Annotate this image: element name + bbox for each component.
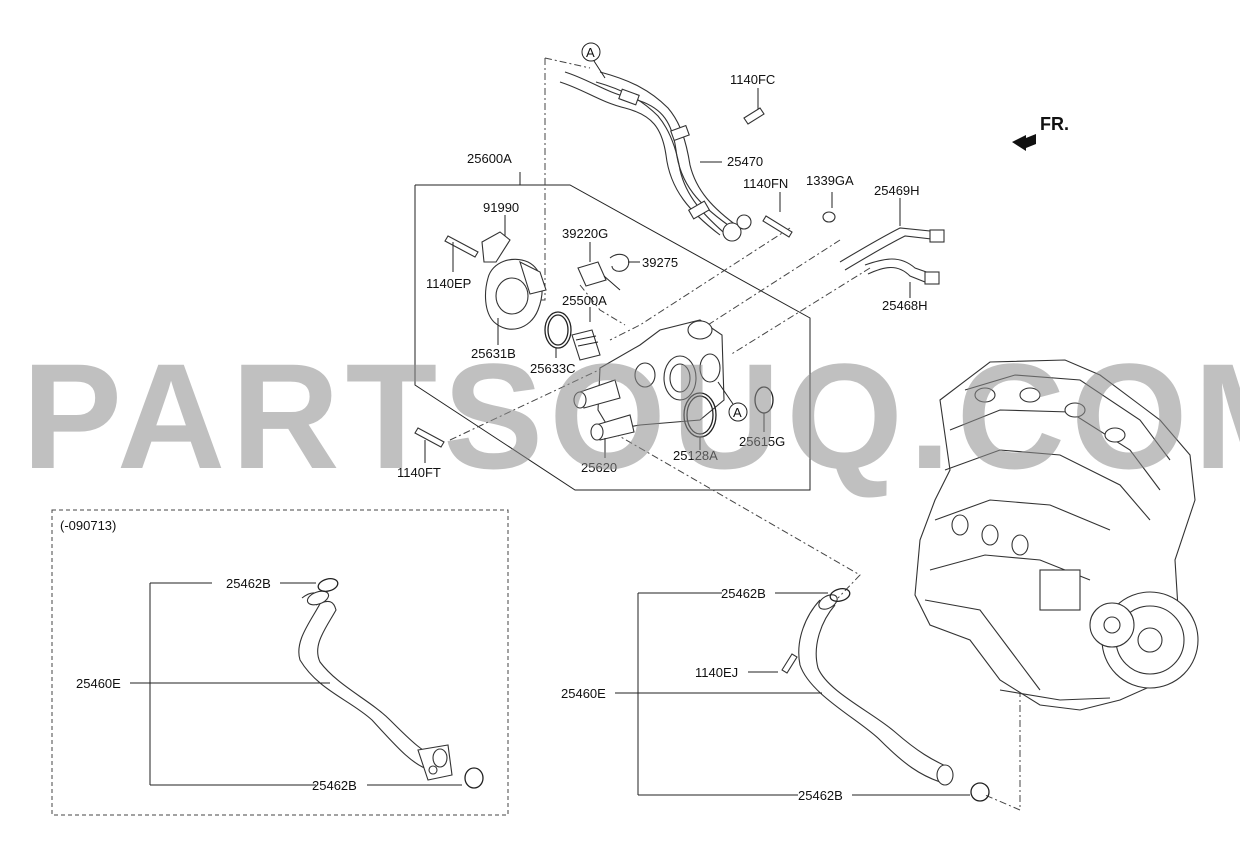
bolt-1140ej-icon: [748, 653, 798, 674]
hose-25460e-right: [798, 588, 990, 802]
hose-25469h: [839, 198, 945, 271]
label-25462b-right-top: 25462B: [721, 586, 766, 601]
label-1140fc: 1140FC: [730, 72, 775, 87]
guide-lines: [449, 57, 1021, 811]
label-25462b-left-top: 25462B: [226, 576, 271, 591]
label-25470: 25470: [727, 154, 763, 169]
label-1140fn: 1140FN: [743, 176, 788, 191]
bracket-91990: [481, 215, 511, 263]
assembly-box-25600a: [414, 172, 811, 491]
label-1339ga: 1339GA: [806, 173, 854, 188]
bolt-1140ep-icon: [444, 235, 479, 272]
engine-block: [914, 359, 1199, 711]
label-25633c: 25633C: [530, 361, 576, 376]
sensor-39220g: [577, 242, 621, 291]
label-1140ep: 1140EP: [426, 276, 471, 291]
label-25128a: 25128A: [673, 448, 718, 463]
variant-label: (-090713): [60, 518, 116, 533]
label-25620: 25620: [581, 460, 617, 475]
label-25469h: 25469H: [874, 183, 920, 198]
callout-a-top: A: [581, 42, 606, 79]
oring-25615g: [754, 386, 774, 432]
bolt-1140fn-icon: [762, 192, 793, 238]
label-25462b-right-bottom: 25462B: [798, 788, 843, 803]
right-leader-lines: [615, 592, 970, 796]
label-25468h: 25468H: [882, 298, 928, 313]
nut-1339ga-icon: [822, 192, 836, 223]
label-91990: 91990: [483, 200, 519, 215]
label-25615g: 25615G: [739, 434, 785, 449]
label-25631b: 25631B: [471, 346, 516, 361]
label-39220g: 39220G: [562, 226, 608, 241]
part-labels: 1140FC 25470 25600A 1140FN 1339GA 25469H…: [76, 72, 1069, 803]
callout-a-bottom-text: A: [733, 405, 742, 420]
thermostat-25500a: [571, 307, 601, 361]
bolt-1140ft-icon: [414, 427, 445, 463]
label-25600a: 25600A: [467, 151, 512, 166]
label-1140ej: 1140EJ: [695, 665, 738, 680]
left-leader-lines: [130, 582, 462, 786]
housing-25620: [573, 319, 725, 458]
hose-25468h: [864, 258, 940, 298]
label-1140ft: 1140FT: [397, 465, 441, 480]
label-25460e-right: 25460E: [561, 686, 606, 701]
label-25460e-left: 25460E: [76, 676, 121, 691]
label-25500a: 25500A: [562, 293, 607, 308]
watermark: PARTSOUQ.COM: [22, 332, 1240, 500]
gasket-25633c: [544, 311, 572, 358]
callout-a-bottom: A: [717, 381, 748, 422]
gasket-25128a: [683, 392, 717, 450]
hose-25460e-left: [298, 578, 484, 789]
bolt-1140fc-icon: [743, 88, 765, 125]
cover-25631b: [484, 258, 547, 345]
label-39275: 39275: [642, 255, 678, 270]
label-25462b-left-bottom: 25462B: [312, 778, 357, 793]
callout-a-top-text: A: [586, 45, 595, 60]
variant-box-090713: (-090713): [51, 509, 509, 816]
water-pipe-25470: [559, 71, 752, 242]
direction-label: FR.: [1040, 114, 1069, 134]
clip-39275: [609, 253, 640, 272]
front-direction-arrow-icon: [1012, 134, 1036, 151]
